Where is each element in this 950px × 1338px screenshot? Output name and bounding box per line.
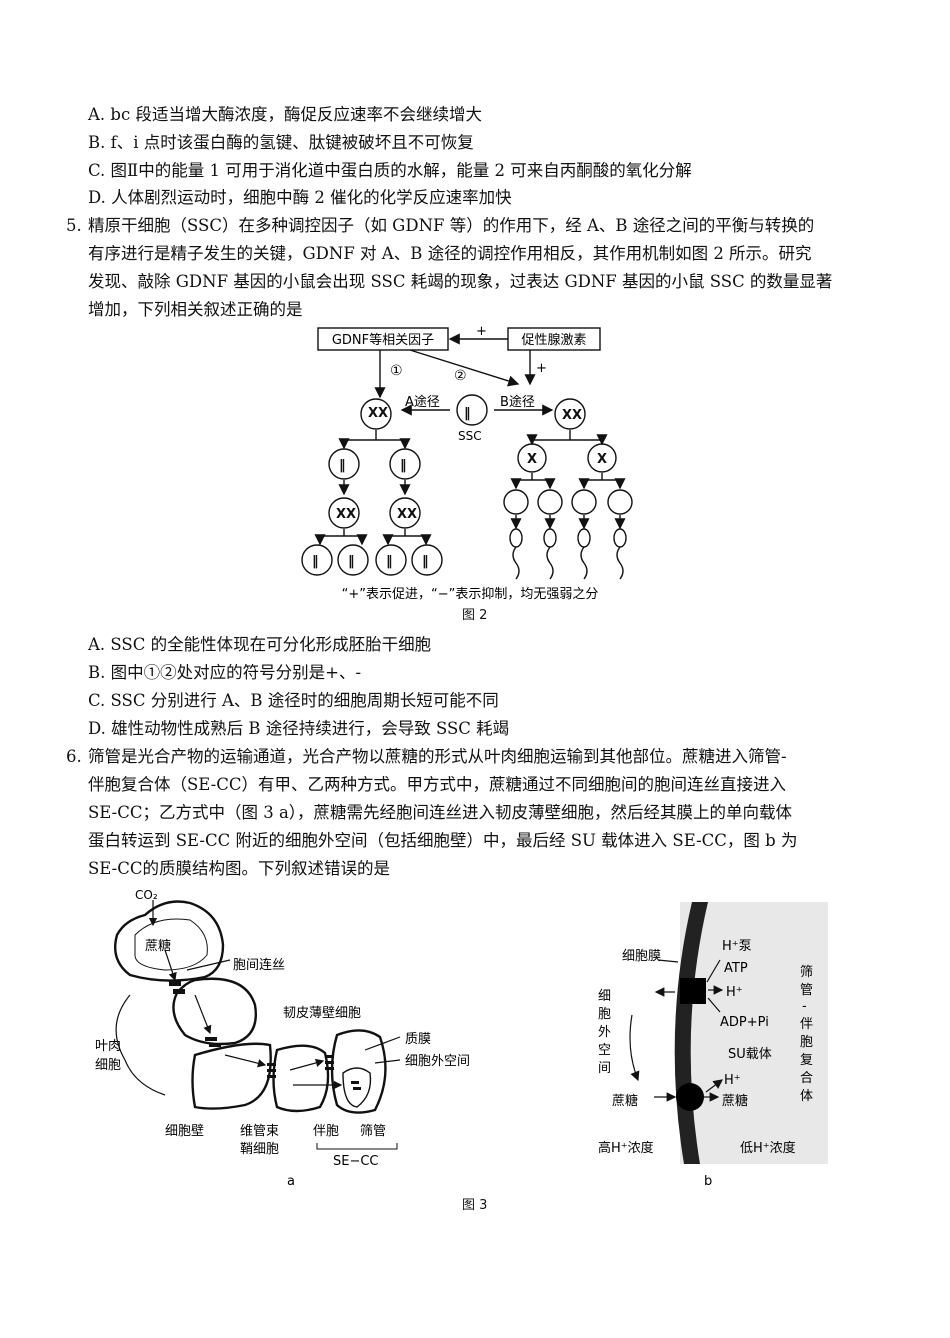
hplus-label-1: H⁺	[726, 985, 743, 1000]
low-h-label: 低H⁺浓度	[740, 1140, 796, 1156]
sieve-label: 筛管	[360, 1124, 386, 1139]
extracellular-label-b: 细胞外空间	[598, 989, 611, 1076]
q5-stem-4: 增加，下列相关叙述正确的是	[88, 300, 303, 319]
svg-text:胞: 胞	[598, 1007, 611, 1022]
svg-text:筛: 筛	[800, 965, 813, 980]
h-pump-label: H⁺泵	[722, 939, 752, 954]
sucrose-out-label: 蔗糖	[612, 1093, 638, 1109]
svg-text:复: 复	[800, 1053, 813, 1068]
cell-wall-label: 细胞壁	[165, 1124, 204, 1139]
path-b-label: B途径	[500, 394, 535, 410]
svg-text:XX: XX	[562, 408, 582, 423]
svg-text:伴: 伴	[800, 1017, 813, 1032]
bundle-sheath-label-1: 维管束	[240, 1124, 279, 1139]
q6-stem-2: 伴胞复合体（SE-CC）有甲、乙两种方式。甲方式中，蔗糖通过不同细胞间的胞间连丝…	[88, 775, 786, 794]
cell-membrane-label: 细胞膜	[622, 949, 661, 964]
figure-3b-diagram: 细胞膜 H⁺泵 ATP H⁺ ADP+Pi SU载体 H⁺ 蔗糖 蔗糖 细胞外空…	[598, 902, 828, 1189]
figure-2-caption: 图 2	[462, 608, 488, 623]
mark-1: ①	[390, 363, 403, 379]
q5-option-b: B. 图中①②处对应的符号分别是+、-	[88, 663, 362, 682]
figure-3-caption: 图 3	[462, 1198, 488, 1213]
figure-2-legend: “+”表示促进，“−”表示抑制，均无强弱之分	[342, 587, 599, 602]
q6-number: 6.	[66, 747, 82, 766]
svg-text:‖: ‖	[422, 554, 429, 569]
companion-label: 伴胞	[313, 1124, 339, 1139]
gdnf-box	[317, 327, 449, 351]
secc-label-b: 筛管- 伴胞复合体	[800, 965, 813, 1104]
svg-text:X: X	[527, 452, 537, 467]
mesophyll-label-2: 细胞	[95, 1058, 121, 1073]
q5-number: 5.	[66, 216, 82, 235]
svg-text:XX: XX	[336, 507, 356, 522]
svg-text:外: 外	[598, 1025, 611, 1040]
q5-option-c: C. SSC 分别进行 A、B 途径时的细胞周期长短可能不同	[88, 691, 499, 710]
svg-text:‖: ‖	[386, 554, 393, 569]
q5-stem-1: 精原干细胞（SSC）在多种调控因子（如 GDNF 等）的作用下，经 A、B 途径…	[88, 216, 815, 235]
adp-label: ADP+Pi	[720, 1015, 769, 1030]
high-h-label: 高H⁺浓度	[598, 1140, 654, 1156]
ssc-label: SSC	[458, 429, 482, 443]
q5-option-d: D. 雄性动物性成熟后 B 途径持续进行，会导致 SSC 耗竭	[88, 719, 510, 738]
svg-text:‖: ‖	[339, 458, 346, 473]
svg-text:-: -	[802, 999, 807, 1014]
svg-text:合: 合	[800, 1071, 813, 1086]
su-carrier-label: SU载体	[728, 1047, 772, 1062]
plus-right: +	[536, 361, 547, 376]
figure-3a-diagram: CO₂ 蔗糖 胞间连丝 叶肉 细胞 韧皮薄壁细胞 质膜 细胞外空间 细胞壁 维管…	[95, 888, 470, 1189]
fig-3a-sub: a	[287, 1174, 295, 1189]
svg-text:间: 间	[598, 1061, 611, 1076]
bundle-sheath-label-2: 鞘细胞	[240, 1142, 279, 1157]
plus-top: +	[476, 324, 487, 339]
q5-stem-3: 发现、敲除 GDNF 基因的小鼠会出现 SSC 耗竭的现象，过表达 GDNF 基…	[88, 272, 833, 291]
svg-text:‖: ‖	[348, 554, 355, 569]
hplus-label-2: H⁺	[724, 1073, 741, 1088]
q4-option-b: B. f、i 点时该蛋白酶的氢键、肽键被破坏且不可恢复	[88, 133, 474, 152]
svg-text:空: 空	[598, 1043, 611, 1058]
mark-2: ②	[454, 368, 467, 384]
svg-text:‖: ‖	[312, 554, 319, 569]
q6-stem-5: SE-CC的质膜结构图。下列叙述错误的是	[88, 859, 390, 878]
svg-text:体: 体	[800, 1089, 813, 1104]
fig-3b-sub: b	[704, 1174, 712, 1189]
svg-text:XX: XX	[397, 507, 417, 522]
svg-text:XX: XX	[368, 406, 388, 421]
svg-text:‖: ‖	[400, 458, 407, 473]
plasmodesmata-label: 胞间连丝	[233, 957, 285, 973]
q4-option-a: A. bc 段适当增大酶浓度，酶促反应速率不会继续增大	[88, 105, 482, 124]
sucrose-label-a: 蔗糖	[145, 938, 171, 954]
hormone-box-label: 促性腺激素	[521, 333, 586, 348]
q4-option-c: C. 图Ⅱ中的能量 1 可用于消化道中蛋白质的水解，能量 2 可来自丙酮酸的氧化…	[88, 161, 692, 180]
q5-stem-2: 有序进行是精子发生的关键，GDNF 对 A、B 途径的调控作用相反，其作用机制如…	[88, 244, 812, 263]
svg-text:胞: 胞	[800, 1035, 813, 1050]
q4-option-d: D. 人体剧烈运动时，细胞中酶 2 催化的化学反应速率加快	[88, 188, 512, 207]
extracellular-label-a: 细胞外空间	[405, 1054, 470, 1069]
atp-label: ATP	[724, 961, 748, 976]
q6-stem-4: 蛋白转运到 SE-CC 附近的细胞外空间（包括细胞壁）中，最后经 SU 载体进入…	[88, 831, 798, 850]
svg-text:‖: ‖	[464, 406, 471, 421]
q5-option-a: A. SSC 的全能性体现在可分化形成胚胎干细胞	[88, 635, 432, 654]
q6-stem-3: SE-CC；乙方式中（图 3 a），蔗糖需先经胞间连丝进入韧皮薄壁细胞，然后经其…	[88, 803, 793, 822]
sucrose-in-label: 蔗糖	[722, 1093, 748, 1109]
q6-stem-1: 筛管是光合产物的运输通道，光合产物以蔗糖的形式从叶肉细胞运输到其他部位。蔗糖进入…	[88, 747, 787, 766]
svg-text:管: 管	[800, 983, 813, 998]
membrane-label: 质膜	[405, 1032, 431, 1047]
svg-text:细: 细	[598, 989, 611, 1004]
gdnf-box-label: GDNF等相关因子	[332, 332, 434, 348]
mesophyll-label-1: 叶肉	[95, 1039, 121, 1054]
svg-text:X: X	[597, 452, 607, 467]
phloem-parenchyma-label: 韧皮薄壁细胞	[283, 1006, 361, 1021]
co2-label: CO₂	[135, 888, 158, 902]
secc-label-a: SE−CC	[333, 1154, 379, 1169]
path-a-label: A途径	[405, 394, 440, 410]
